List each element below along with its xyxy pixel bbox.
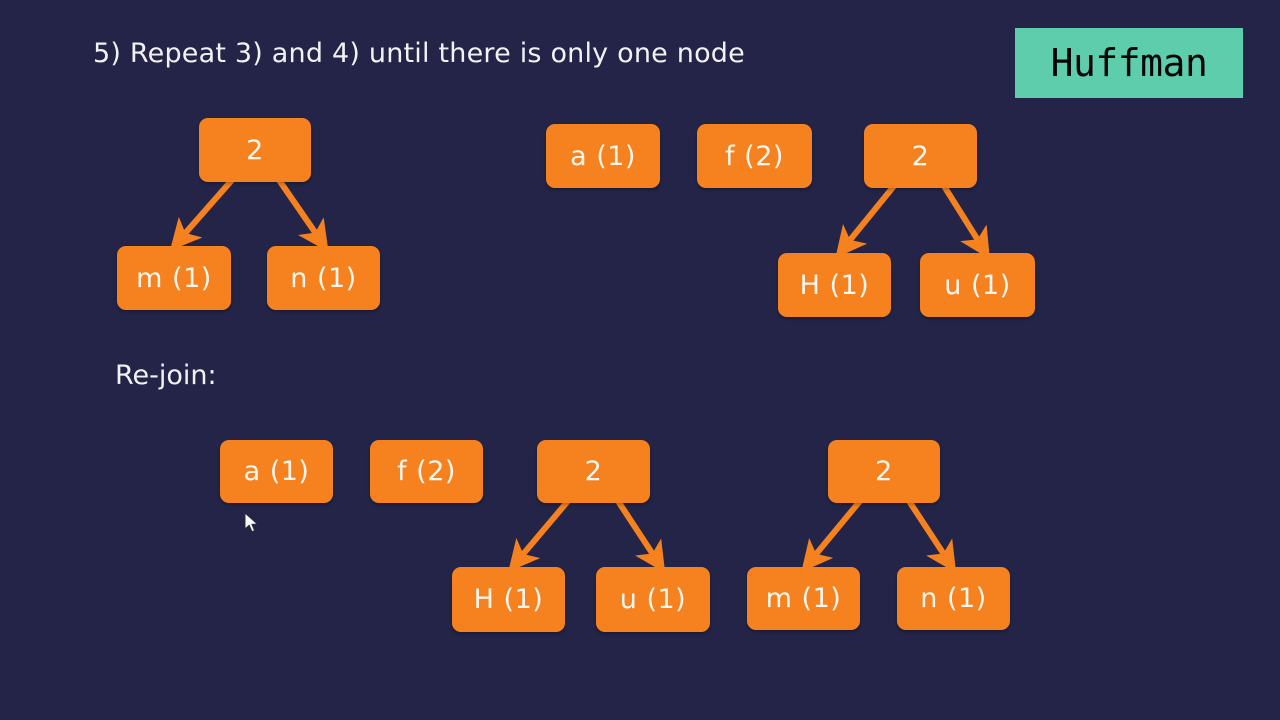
edge-arrow-right bbox=[941, 184, 990, 260]
mouse-pointer-icon bbox=[244, 512, 259, 533]
node-top-right-child-u[interactable]: u (1) bbox=[920, 253, 1035, 317]
node-bottom-standalone-f[interactable]: f (2) bbox=[370, 440, 483, 503]
edge-arrow-right bbox=[276, 178, 329, 252]
edge-arrow-left bbox=[801, 499, 863, 572]
node-bottom-right-child-n[interactable]: n (1) bbox=[897, 567, 1010, 630]
node-top-standalone-a[interactable]: a (1) bbox=[546, 124, 660, 188]
edge-arrow-left bbox=[169, 178, 235, 251]
edge-arrow-left bbox=[508, 499, 571, 572]
node-bottom-middle-child-H[interactable]: H (1) bbox=[452, 567, 565, 632]
edge-arrow-right bbox=[615, 499, 666, 574]
node-top-right-child-H[interactable]: H (1) bbox=[778, 253, 891, 317]
huffman-badge-label: Huffman bbox=[1050, 41, 1208, 85]
node-top-left-child-n[interactable]: n (1) bbox=[267, 246, 380, 310]
node-bottom-right-root[interactable]: 2 bbox=[828, 440, 940, 503]
node-bottom-middle-root[interactable]: 2 bbox=[537, 440, 650, 503]
edge-group-top-right-tree bbox=[835, 184, 990, 260]
huffman-badge: Huffman bbox=[1015, 28, 1243, 98]
node-top-right-root[interactable]: 2 bbox=[864, 124, 977, 188]
rejoin-label: Re-join: bbox=[115, 360, 217, 391]
node-top-left-child-m[interactable]: m (1) bbox=[117, 246, 231, 310]
node-top-left-root[interactable]: 2 bbox=[199, 118, 311, 182]
edge-group-bottom-right-tree bbox=[801, 499, 957, 574]
node-top-standalone-f[interactable]: f (2) bbox=[697, 124, 812, 188]
node-bottom-standalone-a[interactable]: a (1) bbox=[220, 440, 333, 503]
edge-group-top-left-tree bbox=[169, 178, 329, 252]
node-bottom-right-child-m[interactable]: m (1) bbox=[747, 567, 860, 630]
node-bottom-middle-child-u[interactable]: u (1) bbox=[596, 567, 710, 632]
edge-group-bottom-middle-tree bbox=[508, 499, 666, 574]
page-title: 5) Repeat 3) and 4) until there is only … bbox=[93, 38, 745, 69]
edge-arrow-left bbox=[835, 184, 897, 259]
edge-arrow-right bbox=[906, 499, 957, 574]
